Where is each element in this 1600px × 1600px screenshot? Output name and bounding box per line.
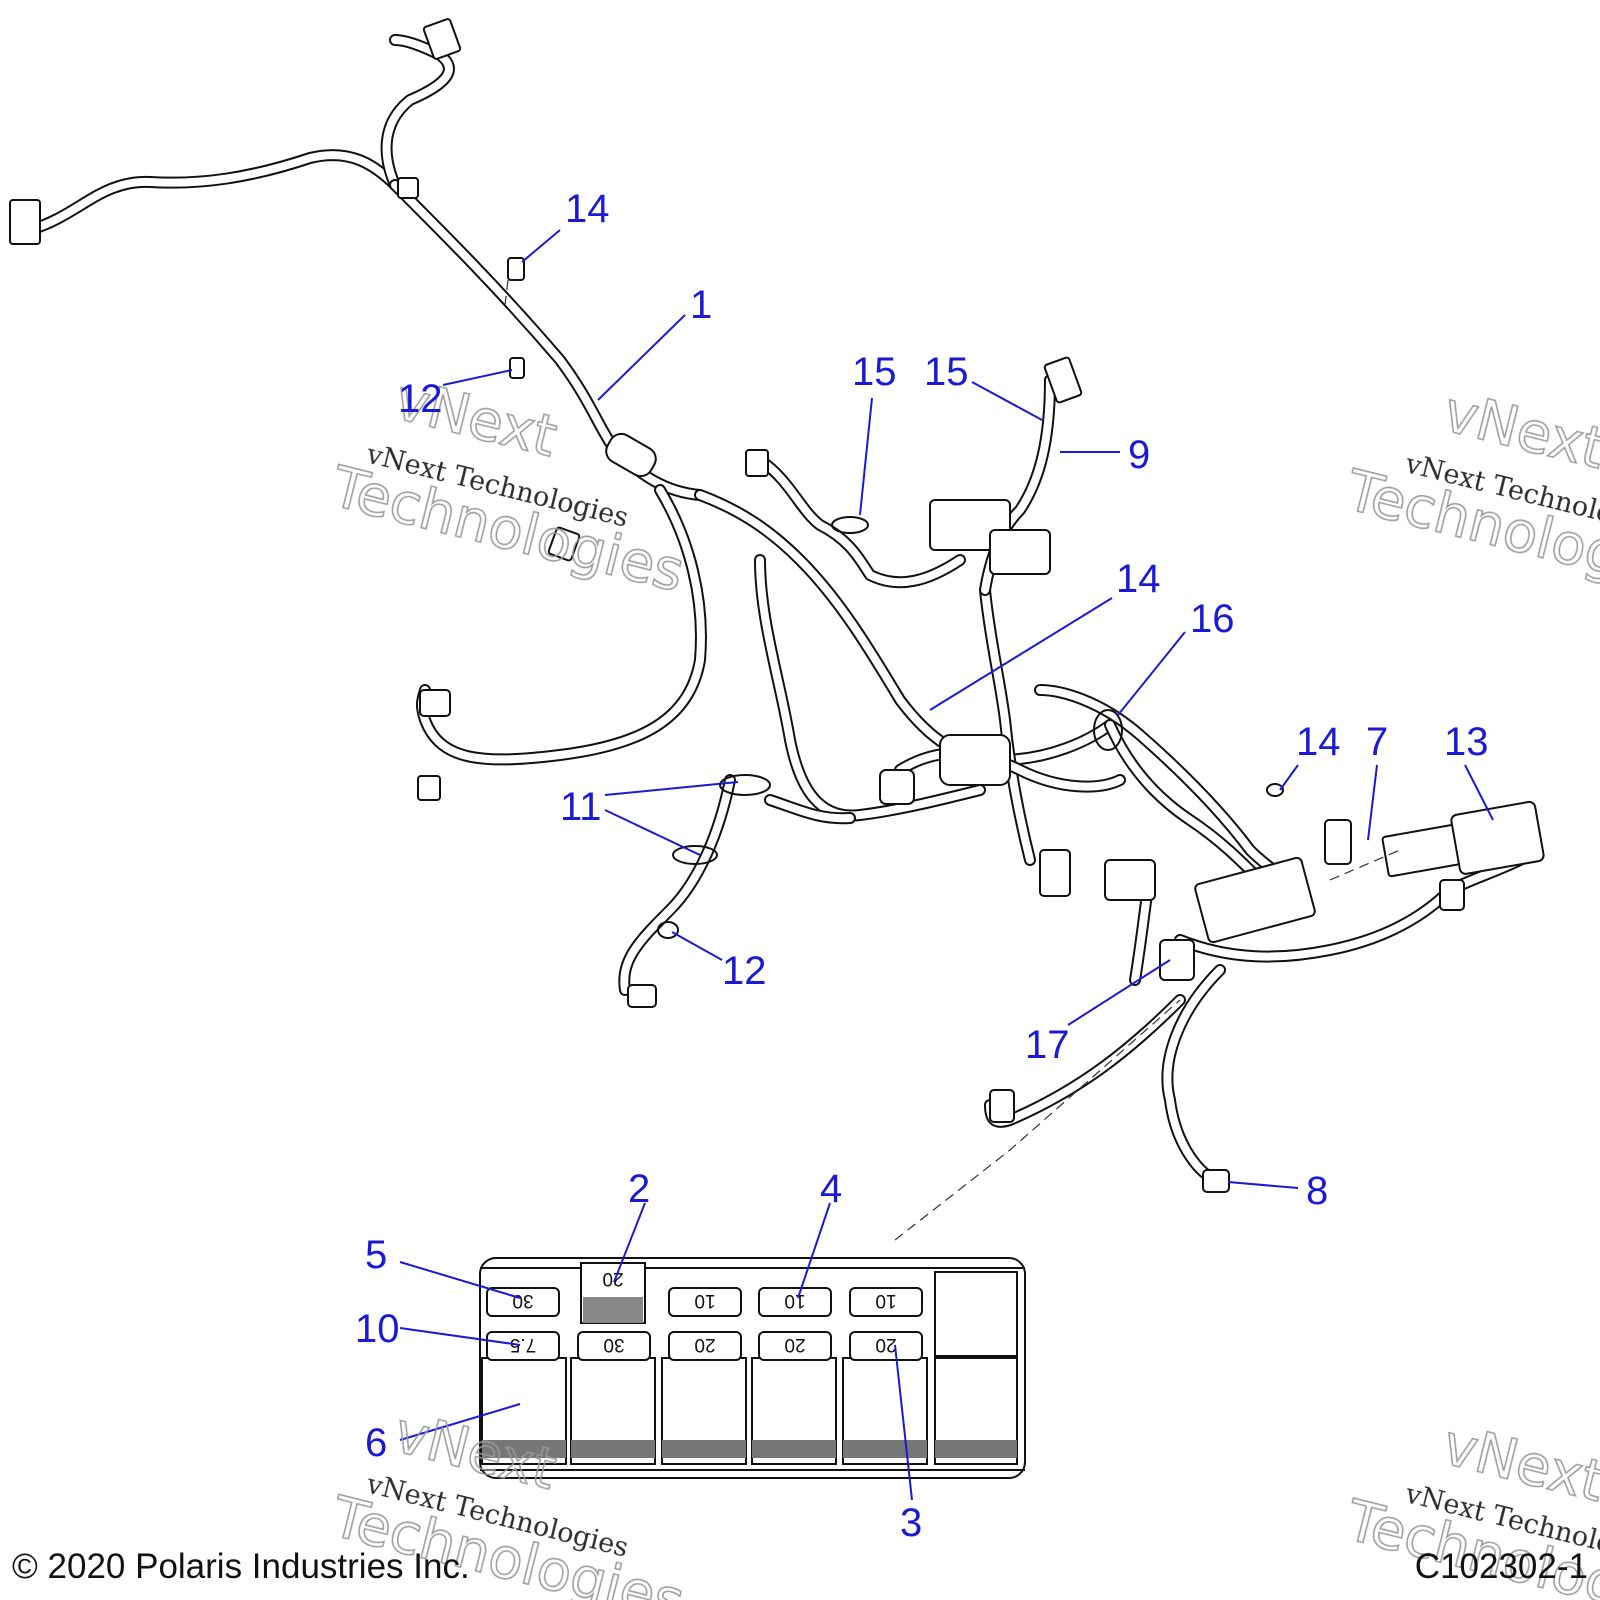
callout-17: 17 (1025, 1023, 1070, 1067)
callout-10: 10 (355, 1307, 400, 1351)
relay-c-base (662, 1440, 746, 1458)
fuse-rating: 10 (694, 1290, 715, 1311)
callout-9: 9 (1128, 433, 1150, 477)
guide-line-13 (1329, 849, 1401, 881)
connector-top (422, 18, 462, 60)
fuse-rating: 10 (875, 1290, 896, 1311)
fuse-bottom-row: 7.5 30 20 20 20 (486, 1331, 923, 1361)
callout-8: 8 (1306, 1169, 1328, 1213)
callout-14-right: 14 (1296, 720, 1341, 764)
connector-lower-center (1039, 849, 1071, 897)
clip-b (507, 257, 525, 281)
wire-harness (24, 34, 1526, 1186)
fuse-rating: 7.5 (510, 1334, 536, 1355)
fuse-top-row: 30 20 10 10 10 (486, 1262, 923, 1324)
callout-6: 6 (365, 1421, 387, 1465)
fuse-slot-e (849, 1287, 923, 1317)
ecu-13 (1450, 800, 1545, 875)
connector-mid-left (547, 526, 581, 562)
callout-1: 1 (690, 283, 712, 327)
connector-12-lower (627, 984, 657, 1008)
cable-tie-16 (1093, 709, 1123, 751)
connector-lower-left (989, 1089, 1015, 1123)
fuse-slot-b2 (577, 1331, 651, 1361)
callout-2: 2 (628, 1167, 650, 1211)
relay-e-base (843, 1440, 927, 1458)
connectors (9, 18, 1545, 1241)
relay-6-base (482, 1440, 566, 1458)
leader-lines (399, 229, 1494, 1501)
blank-slot-upper (934, 1271, 1018, 1357)
fuse-rating: 20 (784, 1334, 805, 1355)
callout-12-upper: 12 (398, 377, 443, 421)
callout-16: 16 (1190, 597, 1235, 641)
connector-17 (1159, 939, 1195, 981)
fuse-slot-d2 (758, 1331, 832, 1361)
connector-15 (745, 449, 769, 477)
connector-relay-pair (1104, 859, 1156, 901)
fuse-slot-10 (486, 1331, 560, 1361)
guide-line-14a (504, 279, 509, 306)
fuse-rating: 20 (875, 1334, 896, 1355)
connector-left (9, 199, 41, 245)
fuse-slot-4 (758, 1287, 832, 1317)
cable-tie-11a (719, 774, 771, 796)
connector-center (939, 734, 1011, 786)
connector-8 (1202, 1169, 1230, 1193)
sleeve-joint (605, 432, 657, 478)
relay-cluster-b (989, 529, 1051, 575)
relay-f-base (935, 1440, 1017, 1458)
clip-a (397, 177, 419, 199)
cable-tie-15 (831, 516, 869, 534)
connector-drop-2 (417, 775, 441, 801)
connector-7 (1324, 819, 1352, 865)
callout-5: 5 (365, 1233, 387, 1277)
callout-14-center: 14 (1116, 557, 1161, 601)
fuse-rating: 30 (512, 1290, 533, 1311)
fuse-rating: 20 (694, 1334, 715, 1355)
figure-code: C102302-1 (1415, 1547, 1588, 1586)
fuse-slot-5 (486, 1287, 560, 1317)
fuse-2-body (583, 1297, 643, 1323)
callout-3: 3 (900, 1501, 922, 1545)
clip-c (509, 357, 525, 379)
clip-12 (657, 921, 679, 939)
fuse-rating: 30 (603, 1334, 624, 1355)
fastener-14c (1266, 783, 1284, 797)
fuse-rating: 10 (784, 1290, 805, 1311)
copyright-text: © 2020 Polaris Industries Inc. (12, 1547, 470, 1586)
callout-labels: 1 2 3 4 5 6 7 8 9 10 11 12 12 13 14 14 1… (355, 187, 1489, 1545)
fuse-slot-3 (849, 1331, 923, 1361)
fuse-box-housing (1194, 856, 1316, 944)
connector-right-mid (1439, 879, 1465, 911)
callout-13: 13 (1444, 720, 1489, 764)
relay-d-base (752, 1440, 836, 1458)
fuse-block-detail: 30 20 10 10 10 7.5 30 20 20 20 (479, 1257, 1026, 1479)
callout-12-lower: 12 (722, 949, 767, 993)
fuse-slot-c2 (668, 1331, 742, 1361)
guide-line-fuse-block (894, 999, 1181, 1241)
callout-7: 7 (1366, 720, 1388, 764)
connector-left-mid (879, 769, 915, 805)
connector-9 (1043, 356, 1083, 404)
callout-15-right: 15 (924, 350, 969, 394)
cable-tie-11b (672, 845, 718, 865)
callout-11: 11 (560, 785, 602, 829)
callout-4: 4 (820, 1167, 842, 1211)
footer: © 2020 Polaris Industries Inc. C102302-1 (12, 1547, 1588, 1586)
callout-15-left: 15 (852, 350, 897, 394)
relay-b-base (571, 1440, 655, 1458)
connector-drop (419, 689, 451, 717)
fuse-rating: 20 (602, 1268, 623, 1289)
callout-14-upper: 14 (565, 187, 610, 231)
fuse-slot-c (668, 1287, 742, 1317)
